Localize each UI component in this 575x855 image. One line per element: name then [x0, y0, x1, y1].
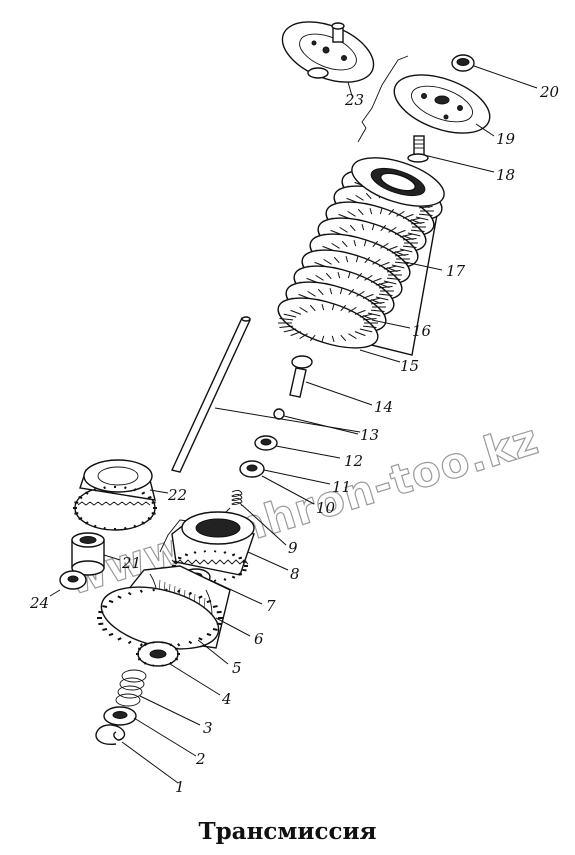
part-23-top-flange	[281, 21, 375, 83]
label-19: 19	[496, 130, 516, 148]
part-20-nut	[451, 54, 475, 72]
label-12: 12	[344, 452, 363, 470]
part-3-spring	[115, 669, 147, 707]
bracket-top	[357, 55, 409, 143]
label-16: 16	[412, 322, 432, 340]
part-12-washer	[254, 435, 278, 451]
label-17: 17	[446, 262, 466, 280]
label-15: 15	[400, 357, 419, 375]
label-11: 11	[332, 478, 351, 496]
leader-lines	[49, 65, 538, 784]
label-21: 21	[121, 554, 141, 572]
label-23: 23	[344, 91, 364, 109]
diagram-caption: Трансмиссия	[198, 818, 377, 845]
part-22-shaft	[171, 316, 251, 473]
label-8: 8	[290, 565, 300, 583]
label-6: 6	[254, 630, 264, 648]
label-1: 1	[175, 778, 185, 796]
label-20: 20	[539, 83, 560, 101]
label-7: 7	[266, 597, 276, 615]
label-22: 22	[167, 486, 187, 504]
part-19-flange	[393, 74, 491, 134]
part-21-bushing	[71, 532, 105, 576]
part-18-bolt	[407, 135, 429, 163]
label-4: 4	[221, 690, 232, 708]
part-13-ball	[273, 408, 285, 420]
label-18: 18	[496, 166, 515, 184]
part-4-small-gear	[136, 641, 180, 667]
label-3: 3	[203, 719, 213, 737]
part-24-washer	[59, 570, 87, 590]
part-1-circlip	[95, 724, 126, 745]
part-2-washer	[103, 706, 137, 726]
part-labels: 1 2 3 4 5 6 7 8 9 10 11 12 13 14 15 16 1…	[29, 83, 560, 796]
label-2: 2	[195, 750, 206, 768]
label-14: 14	[374, 398, 393, 416]
part-14-pin	[289, 355, 313, 398]
label-10: 10	[316, 499, 336, 517]
part-10-spring	[231, 489, 243, 507]
part-22-gear	[73, 459, 157, 531]
label-13: 13	[360, 426, 379, 444]
part-11-washer	[239, 460, 265, 478]
part-15-17-disc-stack	[277, 157, 445, 356]
label-5: 5	[232, 659, 242, 677]
label-24: 24	[29, 594, 49, 612]
part-8-gear-hub	[171, 511, 255, 582]
label-9: 9	[288, 539, 298, 557]
